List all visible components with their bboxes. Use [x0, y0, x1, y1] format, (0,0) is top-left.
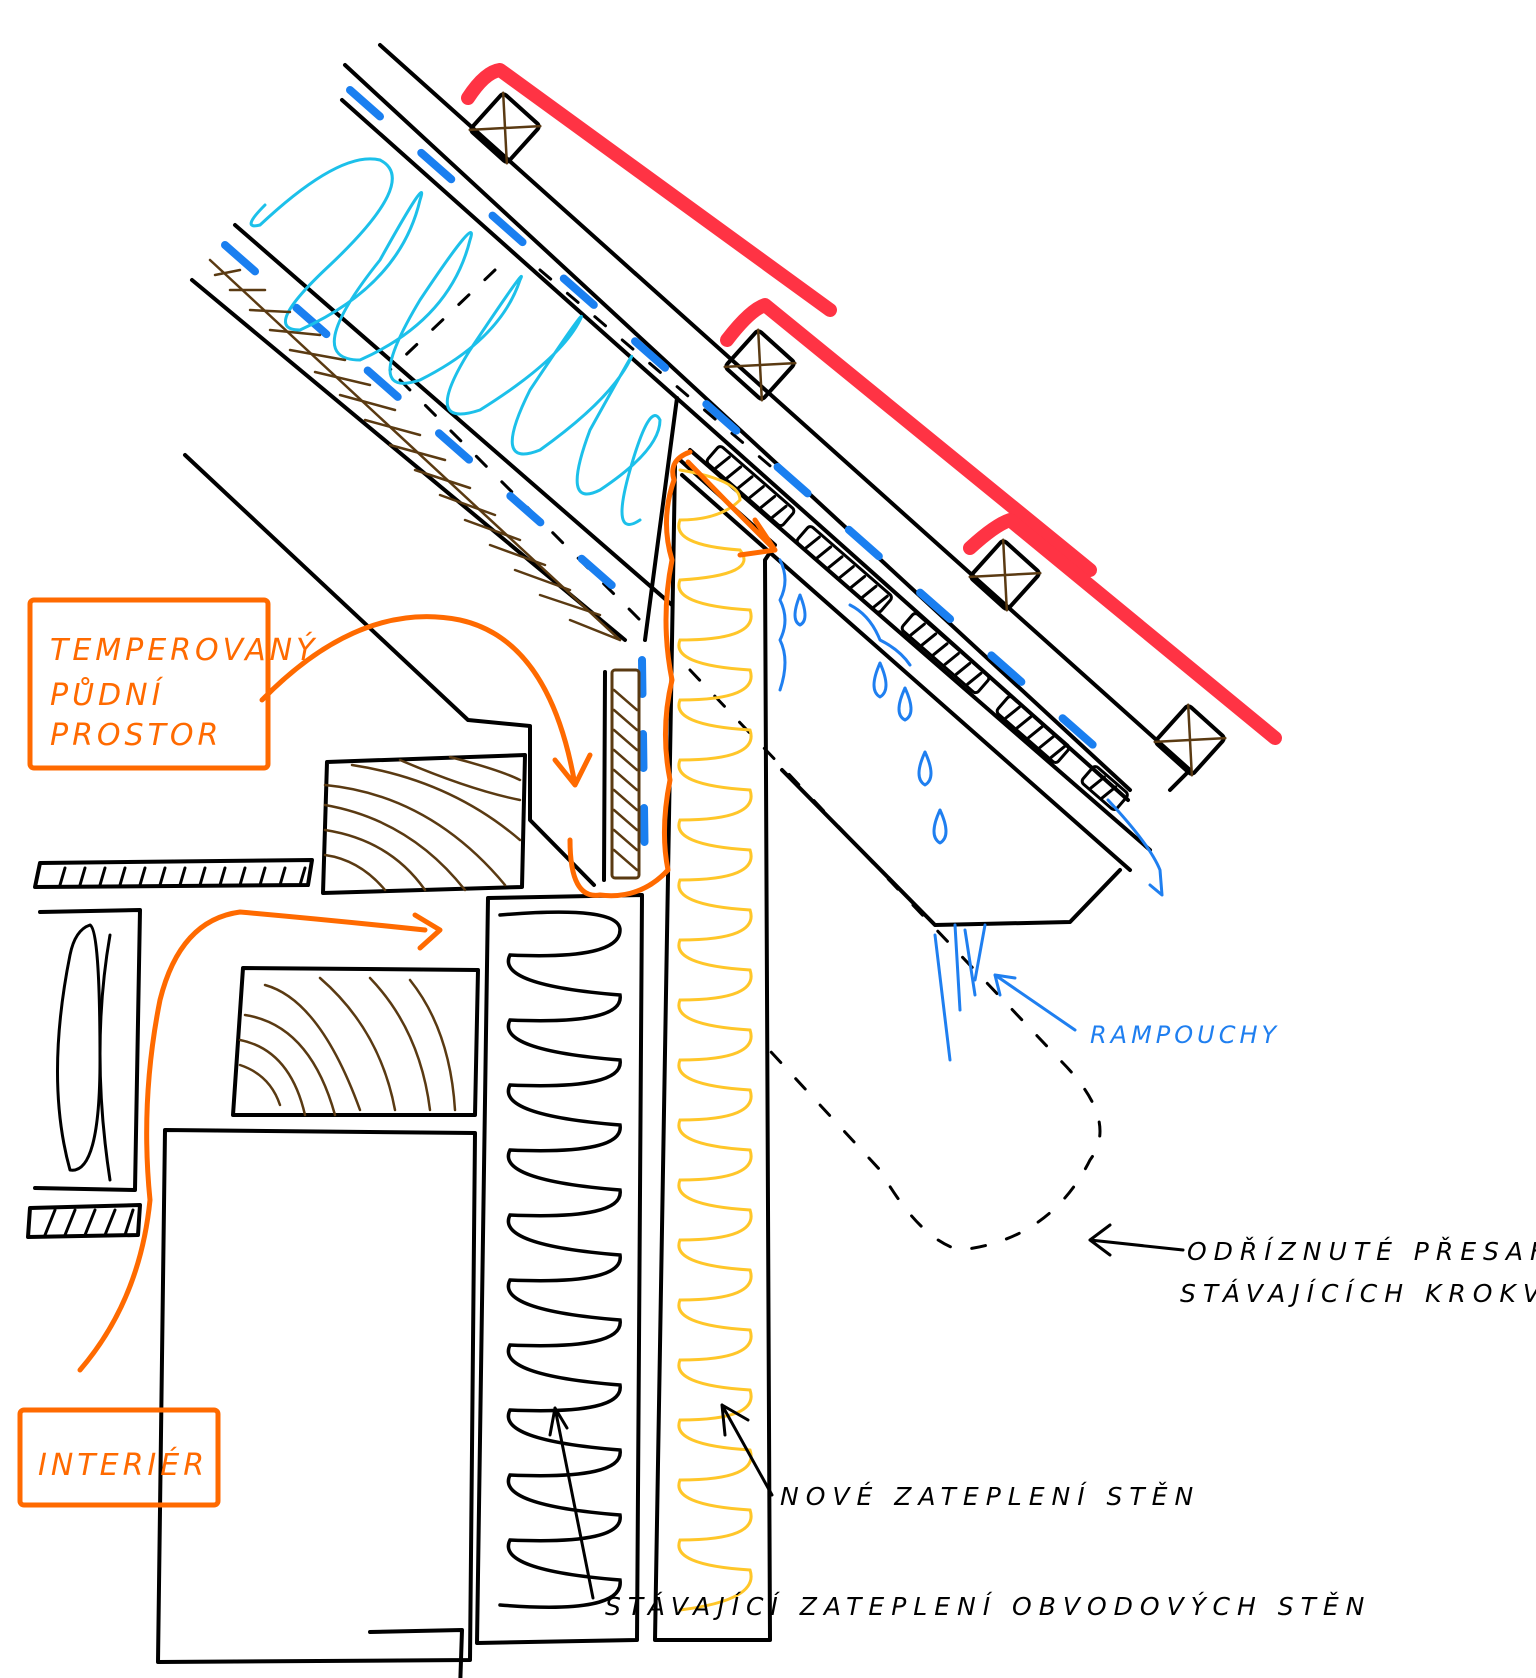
attic-label-line-1: TEMPEROVANÝ: [50, 632, 318, 668]
batten-3: [968, 538, 1042, 612]
vapour-membrane: [221, 86, 1114, 884]
ceiling-slope-line: [183, 453, 596, 887]
eave-bottom-line: [780, 768, 1122, 927]
roof-soffit-line-2: [680, 473, 1132, 872]
new-insulation-wool: [677, 468, 753, 1612]
condensation-drops: [778, 558, 1164, 1062]
roof-tile-1: [461, 63, 837, 317]
existing-wall-insulation: [475, 893, 644, 1645]
dashed-line-3: [538, 268, 777, 472]
soffit-board: [995, 695, 1071, 764]
beam-grain: [323, 755, 522, 892]
icicles-label: RAMPOUCHY: [1090, 1021, 1280, 1049]
soffit-board: [705, 445, 796, 528]
soffit-boards: [705, 445, 1129, 811]
lower-wall: [368, 1628, 464, 1678]
drop-2: [872, 661, 888, 699]
roof-structure: [183, 43, 1192, 927]
roof-line-deck-top: [340, 98, 1130, 802]
heat-arrow-interior: [77, 909, 443, 1373]
existing-insulation-wool: [498, 910, 622, 1609]
beam-outline: [321, 753, 527, 895]
icicles-arrow: [993, 973, 1077, 1032]
soffit-board: [900, 612, 991, 695]
batten-2: [723, 328, 797, 402]
icicles: [933, 923, 987, 1062]
window-radiator: [26, 908, 142, 1239]
wall-head-line: [643, 396, 679, 642]
membrane-upper: [346, 86, 1114, 764]
batten-1: [468, 91, 542, 165]
arrow-existing-insulation: [548, 1406, 595, 1600]
cut-rafter-outline: [388, 268, 1102, 1252]
drop-3: [897, 686, 913, 722]
drop-5: [932, 808, 948, 845]
membrane-vertical: [638, 656, 649, 884]
soffit-board: [1080, 765, 1129, 811]
roof-line-top: [378, 43, 1192, 792]
existing-roof-insulation: [249, 157, 662, 526]
ceiling-board: [33, 858, 314, 889]
heat-path-wall: [567, 449, 693, 899]
interior-label-box: [17, 1407, 221, 1508]
cut-overhangs-label-line-2: STÁVAJÍCÍCH KROKVÍ: [1180, 1279, 1536, 1308]
dashed-line-1: [388, 268, 497, 372]
beam-outline: [231, 966, 480, 1117]
existing-insulation-label: STÁVAJÍCÍ ZATEPLENÍ OBVODOVÝCH STĚN: [605, 1592, 1371, 1621]
wall-beam-upper: [321, 753, 527, 895]
wall-block: [156, 1128, 477, 1664]
attic-label-line-3: PROSTOR: [50, 718, 222, 753]
wet-line-soffit: [848, 603, 912, 667]
heat-arrow-top: [685, 459, 778, 558]
annotation-arrows: [548, 1223, 1185, 1600]
arrow-new-insulation: [720, 1403, 774, 1497]
dashed-line-4: [688, 668, 1102, 1252]
wood-grain: [208, 258, 622, 642]
heat-arrow-attic: [259, 614, 593, 788]
wet-line-wall: [778, 558, 787, 692]
eave-runoff: [1106, 798, 1164, 897]
membrane-lower: [221, 241, 644, 614]
roof-tile-2: [720, 298, 1097, 577]
drop-4: [917, 750, 933, 787]
roof-tiles: [461, 63, 1282, 745]
heat-flow: [77, 449, 778, 1373]
battens: [468, 91, 1227, 777]
wall-beam-lower: [231, 966, 480, 1117]
roof-tile-3: [963, 513, 1282, 745]
new-insulation-label: NOVÉ ZATEPLENÍ STĚN: [780, 1482, 1200, 1511]
new-wall-insulation: [653, 458, 777, 1642]
batten-4: [1153, 703, 1227, 777]
rafter-wood: [208, 258, 622, 642]
attic-label-box: [27, 597, 271, 771]
roof-rafter-bottom: [190, 278, 627, 642]
attic-label-line-2: PŮDNÍ: [50, 676, 164, 713]
soffit-board: [795, 525, 893, 614]
wall-plate: [602, 668, 641, 882]
interior-label: INTERIÉR: [38, 1447, 208, 1483]
beam-grain: [238, 976, 457, 1117]
wood-grain: [213, 268, 622, 642]
arrow-cut-overhangs: [1088, 1223, 1185, 1257]
cut-overhangs-label-line-1: ODŘÍZNUTÉ PŘESAHY: [1187, 1237, 1536, 1266]
drop-1: [793, 593, 807, 627]
